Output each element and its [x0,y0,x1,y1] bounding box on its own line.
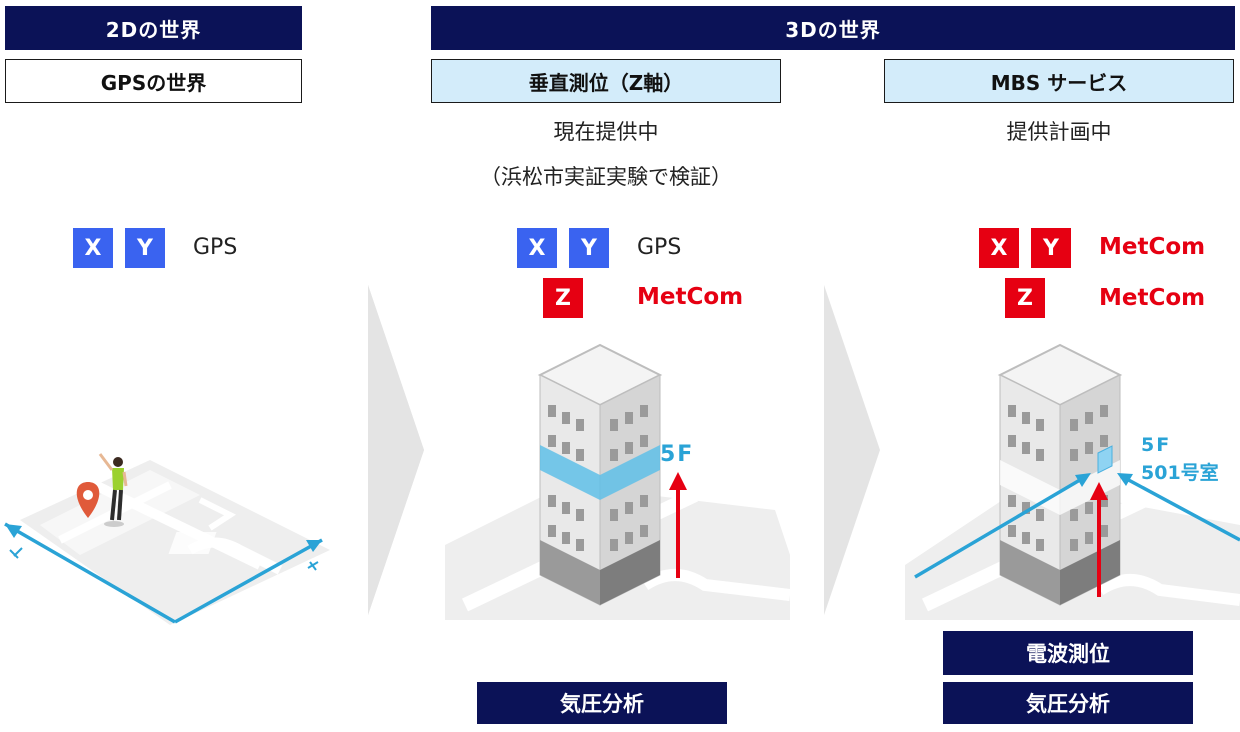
floor-label-vertical: 5F [660,442,695,467]
method-radio-positioning-mbs: 電波測位 [943,631,1193,675]
subheader-vertical-positioning: 垂直測位（Z軸） [431,59,781,103]
metcom-label-mbs-xy: MetCom [1099,234,1206,260]
chevron-arrow-2 [824,285,880,615]
chevron-arrow-1 [368,285,424,615]
metcom-label-mbs-z: MetCom [1099,285,1206,311]
subheader-mbs-service: MBS サービス [884,59,1234,103]
building-illustration-mbs [905,343,1240,620]
y-badge-2d: Y [125,228,165,268]
gps-label-vertical: GPS [637,235,682,260]
2d-map-illustration [4,453,330,625]
x-badge-mbs: X [979,228,1019,268]
method-pressure-analysis-vertical: 気圧分析 [477,682,727,724]
z-badge-vertical: Z [543,278,583,318]
method-pressure-analysis-mbs: 気圧分析 [943,682,1193,724]
subheader-gps-world: GPSの世界 [5,59,302,103]
header-3d-world: 3Dの世界 [431,6,1235,50]
x-badge-vertical: X [517,228,557,268]
y-badge-mbs: Y [1031,228,1071,268]
metcom-label-vertical: MetCom [637,284,744,310]
status-vertical: 現在提供中 [553,120,659,144]
y-badge-vertical: Y [569,228,609,268]
building-illustration-vertical [445,343,790,620]
z-badge-mbs: Z [1005,278,1045,318]
floor-label-mbs: 5F [1141,434,1172,456]
header-2d-world: 2Dの世界 [5,6,302,50]
gps-label-2d: GPS [193,235,238,260]
note-vertical: （浜松市実証実験で検証） [480,165,732,189]
x-badge-2d: X [73,228,113,268]
status-mbs: 提供計画中 [1006,120,1112,144]
room-label-mbs: 501号室 [1141,462,1219,484]
